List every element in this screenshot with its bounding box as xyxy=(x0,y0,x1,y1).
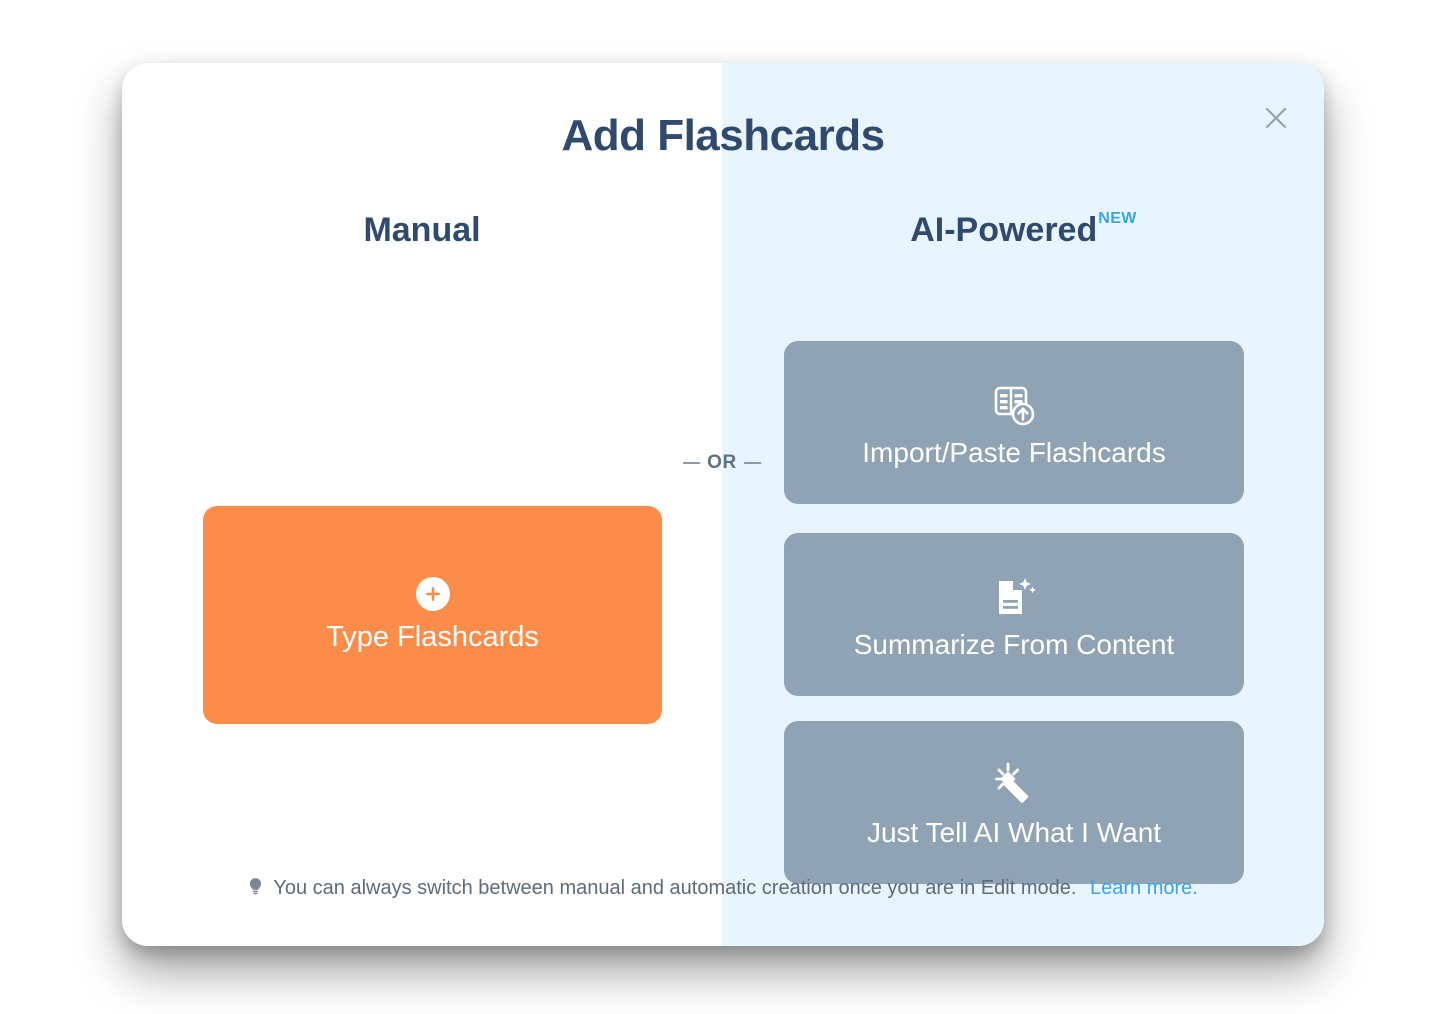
table-upload-icon xyxy=(989,377,1039,433)
lightbulb-icon xyxy=(248,877,263,902)
type-flashcards-label: Type Flashcards xyxy=(326,620,539,653)
or-dash-right xyxy=(743,462,761,464)
plus-circle-icon xyxy=(415,576,450,611)
manual-heading: Manual xyxy=(122,211,722,250)
ai-heading: AI-PoweredNEW xyxy=(722,209,1324,250)
summarize-from-content-button[interactable]: Summarize From Content xyxy=(784,533,1244,696)
new-badge: NEW xyxy=(1098,209,1137,227)
import-paste-flashcards-label: Import/Paste Flashcards xyxy=(862,436,1166,468)
document-sparkle-icon xyxy=(989,569,1039,625)
add-flashcards-modal: Add Flashcards Manual Type Flashcards xyxy=(122,63,1324,946)
page-title: Add Flashcards xyxy=(561,111,885,160)
columns-wrapper: Manual Type Flashcards AI-PoweredNEW xyxy=(122,193,1324,884)
just-tell-ai-what-i-want-button[interactable]: Just Tell AI What I Want xyxy=(784,721,1244,884)
summarize-from-content-label: Summarize From Content xyxy=(853,628,1175,660)
manual-heading-label: Manual xyxy=(363,211,481,249)
ai-heading-label: AI-Powered xyxy=(910,211,1098,249)
or-divider: OR xyxy=(683,452,761,474)
footer-hint: You can always switch between manual and… xyxy=(122,877,1324,902)
manual-column: Manual Type Flashcards xyxy=(122,193,722,873)
or-label: OR xyxy=(707,452,737,473)
just-tell-ai-what-i-want-label: Just Tell AI What I Want xyxy=(866,816,1162,848)
ai-column: AI-PoweredNEW xyxy=(722,193,1324,884)
or-dash-left xyxy=(683,462,701,464)
import-paste-flashcards-button[interactable]: Import/Paste Flashcards xyxy=(784,341,1244,504)
footer-text: You can always switch between manual and… xyxy=(273,877,1077,899)
magic-wand-icon xyxy=(989,757,1039,813)
close-icon[interactable] xyxy=(1256,98,1296,138)
type-flashcards-button[interactable]: Type Flashcards xyxy=(203,506,662,724)
learn-more-link[interactable]: Learn more. xyxy=(1090,877,1198,899)
